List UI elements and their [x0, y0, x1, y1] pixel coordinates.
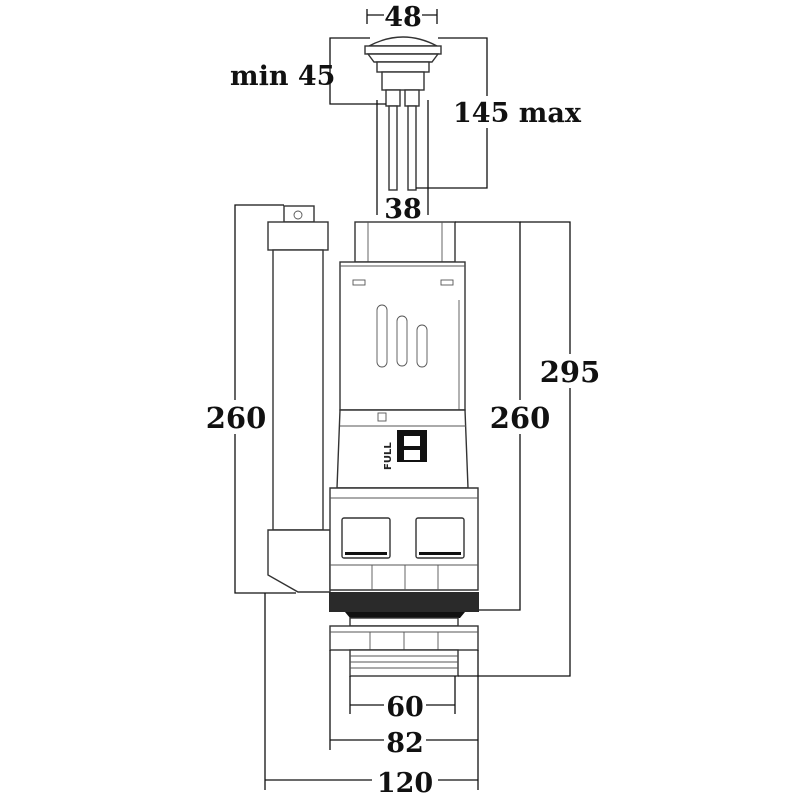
- dim-38: 38: [384, 194, 422, 225]
- seal: [329, 592, 479, 612]
- dim-145-max: 145 max: [453, 98, 582, 129]
- dimension-lines: [234, 9, 571, 790]
- push-button: [364, 36, 442, 191]
- dim-82: 82: [386, 728, 424, 759]
- dim-260-left: 260: [206, 401, 267, 435]
- overflow-tube: [267, 205, 331, 593]
- dim-60: 60: [386, 692, 424, 723]
- dim-120: 120: [377, 768, 433, 799]
- seal-and-nut: [329, 592, 479, 677]
- full-label: FULL: [383, 442, 394, 470]
- dim-260-right: 260: [490, 401, 551, 435]
- dim-min-45: min 45: [230, 61, 335, 92]
- dim-48: 48: [384, 2, 422, 33]
- dim-295: 295: [540, 355, 601, 389]
- valve-body: FULL: [329, 221, 479, 591]
